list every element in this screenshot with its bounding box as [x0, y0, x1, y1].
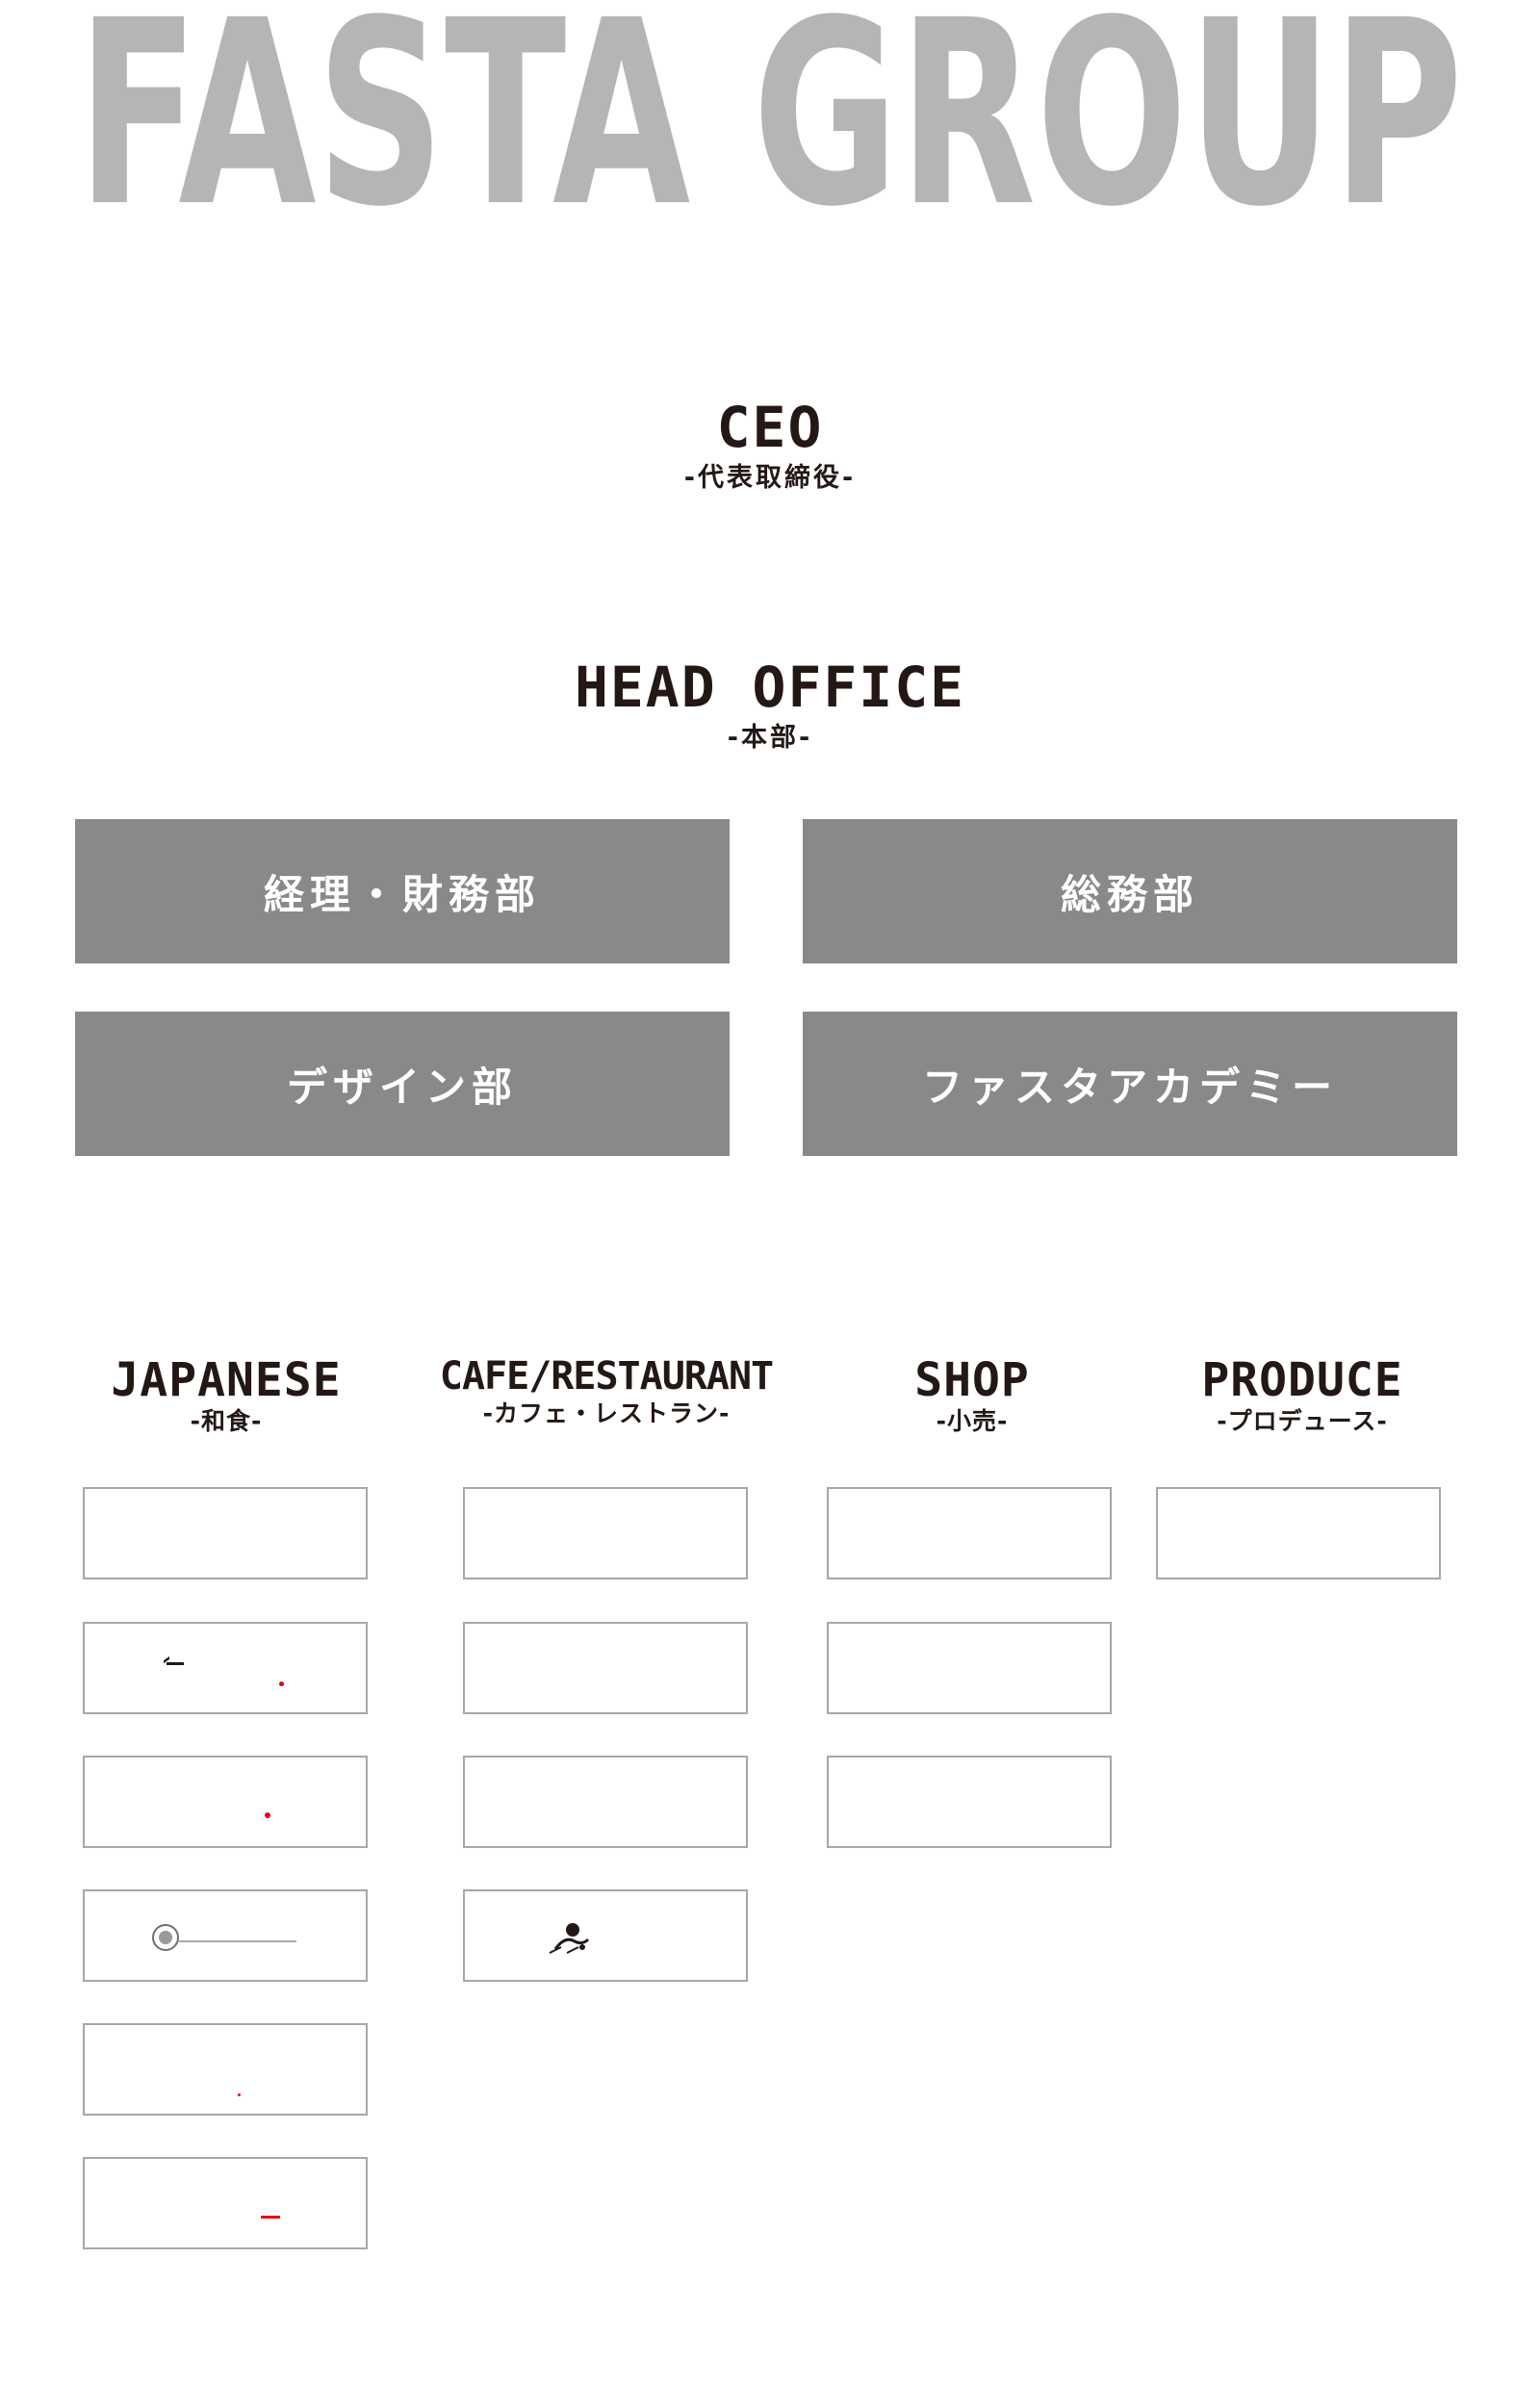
category-japanese-heading: JAPANESE -和食-: [43, 1357, 409, 1433]
brand-card-japanese-2[interactable]: [83, 1622, 368, 1714]
brand-card-japanese-4[interactable]: [83, 1889, 368, 1982]
brand-card-produce-1[interactable]: [1156, 1487, 1441, 1579]
brand-logo-mark: [167, 1662, 184, 1665]
hero-title-graphic: FASTA GROUP: [77, 0, 1463, 221]
ceo-subtitle: -代表取締役-: [683, 463, 857, 493]
brand-logo-mark: [265, 1812, 270, 1818]
dept-general-affairs-button[interactable]: 総務部: [803, 819, 1457, 963]
head-office-title: HEAD OFFICE: [574, 654, 966, 720]
brand-card-cafe-2[interactable]: [463, 1622, 748, 1714]
brand-logo-mark: [279, 1681, 284, 1686]
dept-design-button[interactable]: デザイン部: [75, 1012, 730, 1156]
category-subtitle: -カフェ・レストラン-: [482, 1399, 731, 1427]
ceo-heading: CEO -代表取締役-: [0, 399, 1540, 491]
category-cafe-restaurant-heading: CAFE/RESTAURANT -カフェ・レストラン-: [424, 1357, 789, 1425]
dept-accounting-finance-button[interactable]: 経理・財務部: [75, 819, 730, 963]
category-subtitle: -プロデュース-: [1217, 1407, 1388, 1435]
head-office-heading: HEAD OFFICE -本部-: [0, 659, 1540, 751]
dept-fasta-academy-button[interactable]: ファスタアカデミー: [803, 1012, 1457, 1156]
brand-card-shop-1[interactable]: [827, 1487, 1112, 1579]
brand-card-japanese-6[interactable]: [83, 2157, 368, 2249]
brand-logo-mark: [238, 2093, 241, 2096]
brand-card-cafe-3[interactable]: [463, 1756, 748, 1848]
dept-label: 総務部: [1060, 870, 1199, 918]
brand-card-cafe-4[interactable]: [463, 1889, 748, 1982]
category-subtitle: -和食-: [190, 1407, 263, 1435]
ceo-title: CEO: [716, 395, 824, 460]
category-shop-heading: SHOP -小売-: [789, 1357, 1155, 1433]
brand-card-shop-2[interactable]: [827, 1622, 1112, 1714]
brand-card-shop-3[interactable]: [827, 1756, 1112, 1848]
dept-label: 経理・財務部: [263, 870, 541, 918]
head-office-subtitle: -本部-: [727, 723, 813, 753]
category-title: PRODUCE: [1201, 1353, 1403, 1407]
brand-card-japanese-5[interactable]: [83, 2023, 368, 2116]
brand-logo-mark: [549, 1923, 590, 1954]
category-subtitle: -小売-: [936, 1407, 1009, 1435]
hero-title: FASTA GROUP: [0, 0, 1540, 221]
category-title: JAPANESE: [111, 1353, 342, 1407]
brand-card-japanese-1[interactable]: [83, 1487, 368, 1579]
dept-label: ファスタアカデミー: [921, 1063, 1338, 1111]
brand-logo-mark: [261, 2216, 280, 2219]
brand-card-japanese-3[interactable]: [83, 1756, 368, 1848]
dept-label: デザイン部: [286, 1063, 518, 1111]
category-produce-heading: PRODUCE -プロデュース-: [1119, 1357, 1485, 1433]
category-title: CAFE/RESTAURANT: [439, 1354, 774, 1399]
category-title: SHOP: [914, 1353, 1030, 1407]
brand-card-cafe-1[interactable]: [463, 1487, 748, 1579]
hero-title-text: FASTA GROUP: [77, 0, 1463, 221]
brand-logo-mark: [152, 1924, 296, 1951]
